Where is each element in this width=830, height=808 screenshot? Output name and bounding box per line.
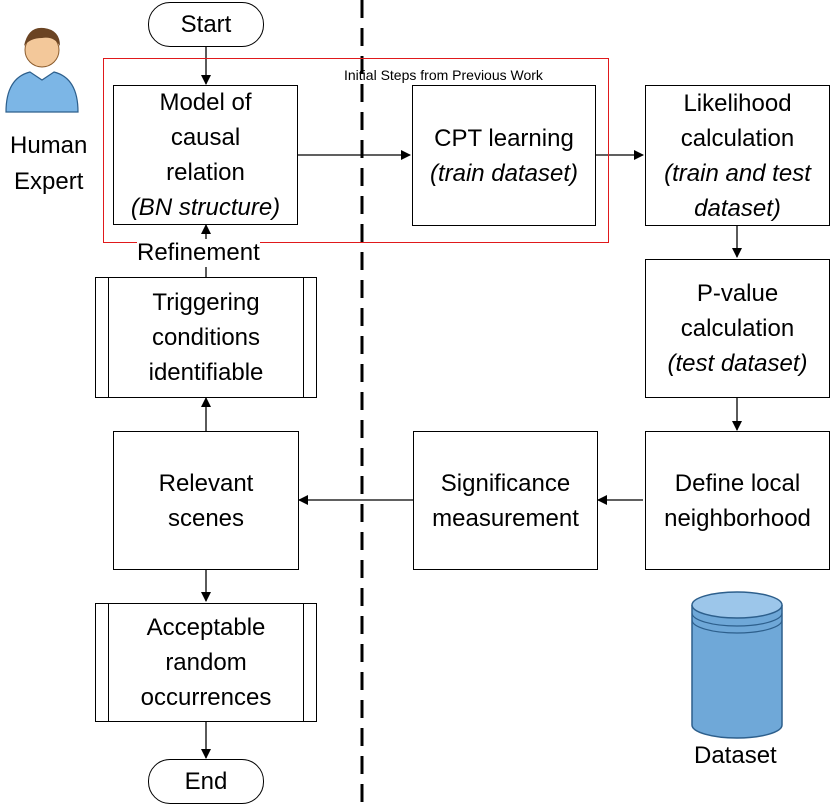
human-expert-label: Human Expert — [10, 132, 88, 195]
dataset-label: Dataset — [694, 742, 777, 769]
previous-work-frame — [103, 58, 609, 243]
acceptable-random-occurrences-box: Acceptable random occurrences — [95, 603, 317, 722]
model-causal-relation-box: Model of causal relation (BN structure) — [113, 85, 298, 225]
significance-measurement-box: Significance measurement — [413, 431, 598, 570]
refinement-label: Refinement — [137, 239, 260, 267]
start-label: Start — [180, 10, 232, 38]
frame-caption: Initial Steps from Previous Work — [344, 67, 543, 83]
human-expert-icon — [5, 27, 79, 113]
relevant-scenes-box: Relevant scenes — [113, 431, 299, 570]
start-terminator: Start — [148, 2, 264, 47]
define-local-neighborhood-box: Define local neighborhood — [645, 431, 830, 570]
likelihood-calculation-box: Likelihood calculation (train and test d… — [645, 85, 830, 226]
pvalue-calculation-box: P-value calculation (test dataset) — [645, 259, 830, 398]
database-icon — [691, 591, 783, 739]
cpt-learning-box: CPT learning (train dataset) — [412, 85, 596, 226]
end-label: End — [184, 767, 228, 795]
triggering-conditions-box: Triggering conditions identifiable — [95, 277, 317, 398]
end-terminator: End — [148, 759, 264, 804]
